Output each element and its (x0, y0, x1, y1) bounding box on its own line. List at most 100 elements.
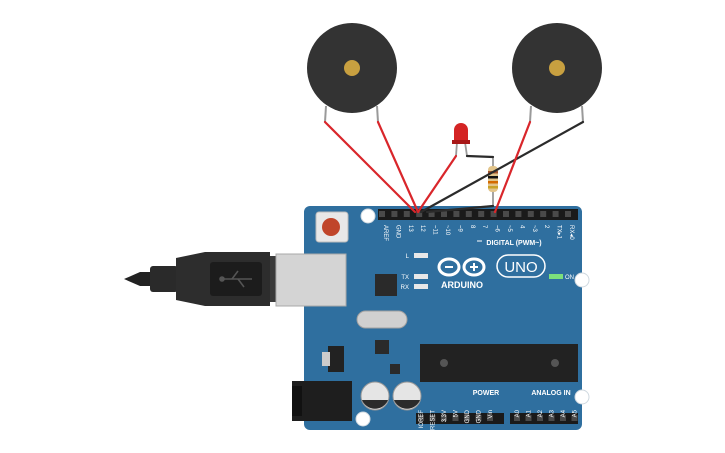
header-pin[interactable] (560, 415, 566, 421)
header-pin[interactable] (552, 211, 559, 217)
wire-red[interactable] (376, 120, 420, 214)
usb-port (275, 253, 347, 307)
power-jack[interactable] (292, 381, 352, 421)
model-badge: UNO (496, 254, 546, 278)
wire-red[interactable] (323, 120, 417, 214)
header-pin[interactable] (453, 211, 460, 217)
header-pin[interactable] (465, 211, 472, 217)
led-tx-label: TX (401, 275, 409, 281)
led-l-indicator: L (406, 253, 428, 260)
pin-label: TX▸1 (556, 225, 562, 240)
header-pin[interactable] (441, 211, 447, 217)
wire-red[interactable] (416, 154, 458, 214)
on-label: ON (565, 275, 574, 281)
capacitor (392, 381, 422, 411)
header-pin[interactable] (490, 211, 497, 217)
pin-label: 12 (419, 225, 425, 232)
header-pin[interactable] (441, 415, 447, 421)
pin-label: 8 (469, 225, 475, 229)
power-header-label: POWER (473, 390, 499, 397)
buzzer-center-icon (549, 60, 565, 76)
header-pin[interactable] (428, 211, 435, 217)
pin-label: ~5 (506, 225, 512, 233)
header-pin[interactable] (478, 211, 485, 217)
header-pin[interactable] (540, 211, 547, 217)
header-pin[interactable] (403, 211, 410, 217)
pin-label: AREF (382, 225, 388, 241)
led-rx-indicator: RX (401, 284, 428, 291)
piezo-buzzer-right[interactable] (512, 23, 602, 123)
usb-chip (375, 274, 397, 296)
header-pin[interactable] (452, 415, 459, 421)
header-pin[interactable] (379, 211, 385, 217)
piezo-buzzer-left[interactable] (307, 23, 397, 123)
header-pin[interactable] (464, 415, 470, 421)
capacitor (360, 381, 390, 411)
digital-header (378, 209, 578, 220)
small-chip (375, 340, 389, 354)
pin-label: RX◂0 (568, 225, 574, 240)
pin-label: GND (394, 225, 400, 239)
header-pin[interactable] (571, 415, 578, 421)
header-pin[interactable] (525, 415, 532, 421)
red-led[interactable] (452, 123, 470, 157)
power-on-led (549, 274, 563, 279)
header-pin[interactable] (503, 211, 509, 217)
wires[interactable] (323, 120, 585, 214)
digital-header-label: DIGITAL (PWM~) (486, 240, 541, 247)
pin-label: 2 (543, 225, 549, 229)
header-pin[interactable] (391, 211, 398, 217)
arduino-board[interactable]: L TX RX ARDUINO UNO ON (275, 206, 590, 430)
header-pin[interactable] (548, 415, 555, 421)
mounting-hole (574, 272, 590, 288)
header-pin[interactable] (565, 211, 571, 217)
wire-black[interactable] (419, 120, 585, 214)
pin-label: Vin (488, 410, 494, 419)
analog-header (510, 413, 578, 424)
wire-red[interactable] (493, 120, 532, 214)
wire-black[interactable] (465, 154, 495, 159)
voltage-regulator (322, 346, 344, 372)
header-pin[interactable] (416, 211, 423, 217)
pin-label: A5 (573, 409, 579, 417)
atmega-microcontroller (420, 344, 578, 382)
power-header (416, 413, 504, 424)
pin-label: ~10 (444, 225, 450, 236)
header-pin[interactable] (475, 415, 482, 421)
small-chip (390, 364, 400, 374)
header-pin[interactable] (429, 415, 436, 421)
pin-label: RESET (431, 410, 437, 430)
pin-label: ~11 (432, 225, 438, 235)
usb-cable[interactable] (124, 252, 278, 306)
mounting-hole (355, 411, 371, 427)
brand-label: ARDUINO (441, 280, 483, 290)
reset-button[interactable] (315, 211, 349, 243)
header-pin[interactable] (515, 211, 522, 217)
usb-symbol-icon (219, 270, 252, 288)
led-l-label: L (406, 254, 410, 260)
mounting-hole (574, 389, 590, 405)
pin-label: A3 (550, 409, 556, 417)
buzzer-center-icon (344, 60, 360, 76)
header-pin[interactable] (527, 211, 534, 217)
crystal-oscillator (356, 310, 408, 329)
pin-label: ~3 (531, 225, 537, 233)
pin-label: 5V (454, 410, 460, 417)
pin-label: A0 (515, 409, 521, 417)
header-pin[interactable] (514, 415, 520, 421)
pin-label: 4 (518, 225, 524, 229)
pin-label: 3.3V (442, 410, 448, 422)
pin-label: A4 (561, 409, 567, 417)
header-pin[interactable] (487, 415, 493, 421)
wire-black[interactable] (425, 204, 495, 214)
pin-label: IOREF (419, 410, 425, 429)
led-tx-indicator: TX (401, 274, 428, 281)
resistor[interactable] (488, 157, 498, 206)
header-pin[interactable] (537, 415, 543, 421)
pin-label: ~6 (494, 225, 500, 233)
arduino-logo-icon (437, 257, 486, 277)
header-pin[interactable] (418, 415, 424, 421)
pin-label: ~9 (456, 225, 462, 233)
